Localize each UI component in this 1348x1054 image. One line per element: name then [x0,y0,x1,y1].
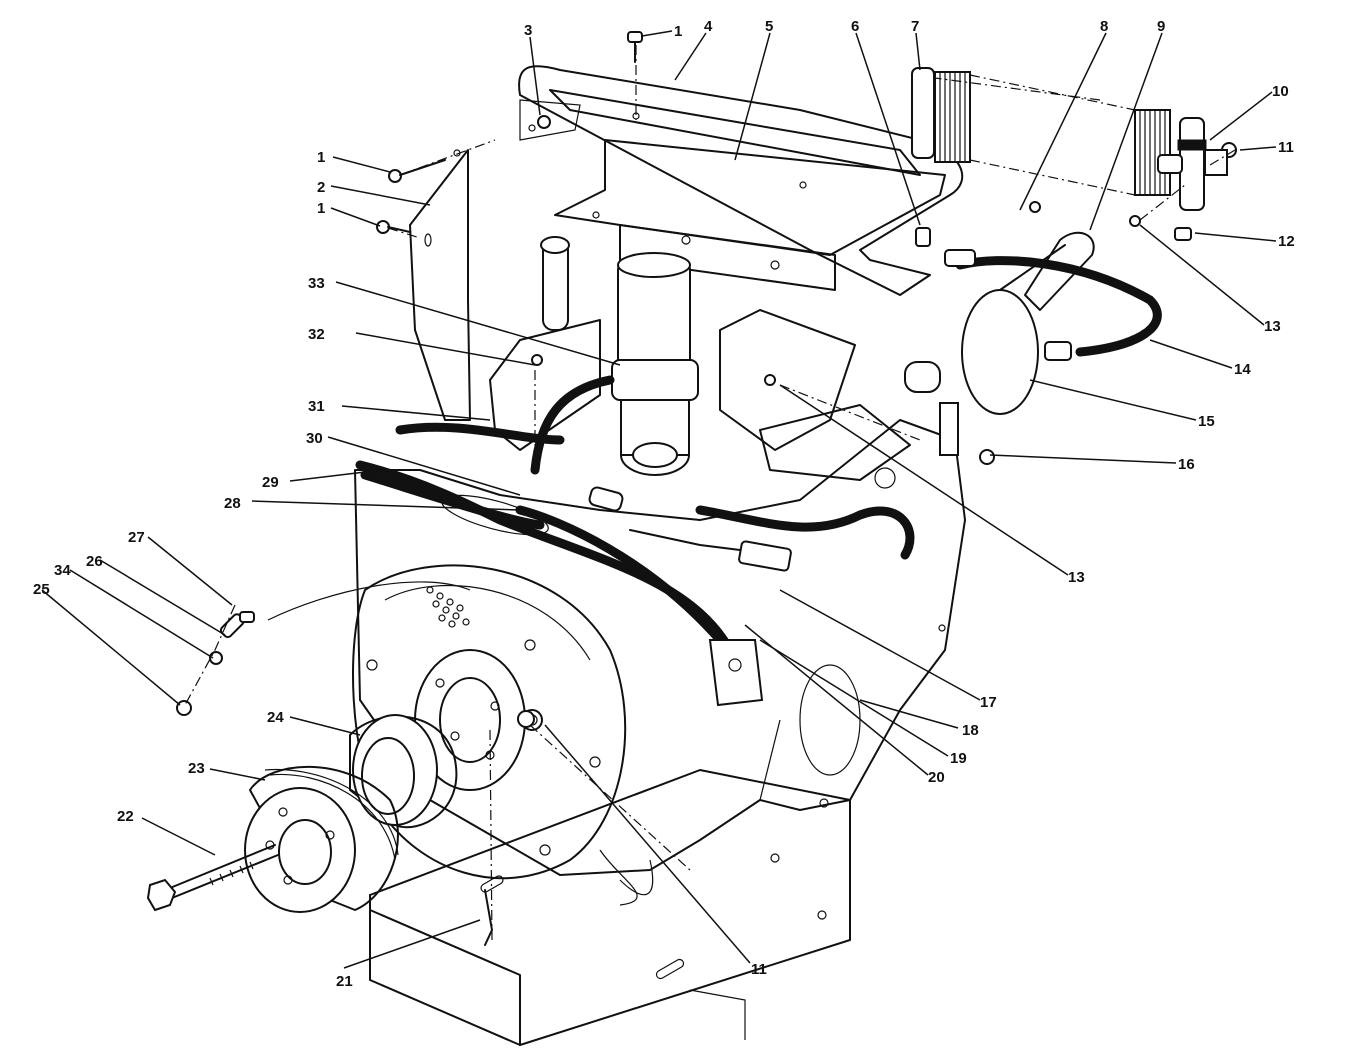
callout-28: 28 [224,495,241,512]
callout-31: 31 [308,398,325,415]
callout-23: 23 [188,760,205,777]
nut-11 [517,710,535,728]
cooling-holes [426,586,470,628]
callout-3: 3 [524,22,532,39]
callout-27: 27 [128,529,145,546]
leader-lines [41,30,1277,969]
breather-tube [540,236,570,331]
oil-filter [961,231,1095,415]
engine-block [354,419,966,906]
voltage-regulator [708,639,764,707]
channel-bracket [554,139,946,291]
callout-18: 18 [962,722,979,739]
pulley-bolt [146,844,279,912]
callout-25: 25 [33,581,50,598]
callout-2: 2 [317,179,325,196]
explode-lines [387,45,1236,941]
callout-11: 11 [751,961,767,978]
wiring-harness [355,375,915,655]
callout-7: 7 [911,18,919,35]
callout-labels: 1 4 5 3 6 7 8 9 10 11 12 13 14 15 16 13 … [33,18,1295,990]
callout-11: 11 [1278,139,1294,156]
callout-19: 19 [950,750,967,767]
callout-13: 13 [1264,318,1281,335]
oil-cooler [911,67,1207,211]
callout-4: 4 [704,18,713,35]
fasteners [376,31,1237,946]
callout-10: 10 [1272,83,1289,100]
callout-9: 9 [1157,18,1165,35]
callout-12: 12 [1278,233,1295,250]
callout-1: 1 [674,23,682,40]
callout-24: 24 [267,709,284,726]
callout-21: 21 [336,973,353,990]
callout-6: 6 [851,18,859,35]
base-plate [369,769,851,1046]
callout-16: 16 [1178,456,1195,473]
callout-14: 14 [1234,361,1251,378]
callout-34: 34 [54,562,71,579]
callout-13: 13 [1068,569,1085,586]
pulley [244,765,399,913]
pulley-hub [349,714,458,829]
callout-29: 29 [262,474,279,491]
callout-22: 22 [117,808,134,825]
callout-30: 30 [306,430,323,447]
ignition-coil [904,361,995,465]
air-cleaner [611,252,699,476]
spark-plug-wire [176,581,471,716]
callout-33: 33 [308,275,325,292]
callout-8: 8 [1100,18,1108,35]
side-panel [409,149,471,421]
callout-1: 1 [317,149,325,166]
callout-5: 5 [765,18,773,35]
callout-20: 20 [928,769,945,786]
callout-26: 26 [86,553,103,570]
callout-15: 15 [1198,413,1215,430]
upper-bracket [518,65,964,296]
hose-fitting [1044,341,1072,361]
oil-cooler-hose [955,256,1162,357]
callout-17: 17 [980,694,997,711]
callout-32: 32 [308,326,325,343]
callout-1: 1 [317,200,325,217]
